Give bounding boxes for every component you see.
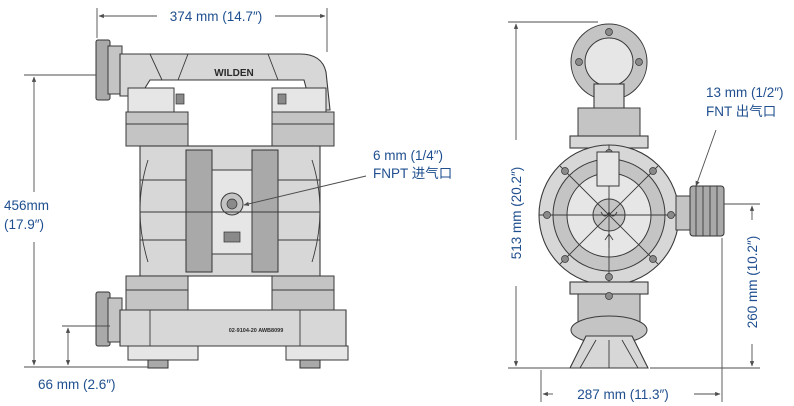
top-manifold: WILDEN	[95, 39, 331, 115]
lower-valve-housings	[125, 275, 335, 313]
side-height-label: 513 mm (20.2″)	[509, 167, 524, 260]
air-inlet-label-line1: 6 mm (1/4″)	[373, 148, 443, 163]
side-height-dimension: 513 mm (20.2″)	[508, 21, 598, 369]
side-upper-chamber	[569, 107, 649, 149]
outlet-height-dimension: 260 mm (10.2″)	[650, 203, 760, 369]
side-view: 513 mm (20.2″) 260 mm (10.2″) 287 mm (11…	[508, 21, 784, 402]
front-height-label-line2: (17.9″)	[4, 217, 44, 232]
base-width-dimension: 287 mm (11.3″)	[540, 238, 723, 402]
outlet-height-label: 260 mm (10.2″)	[745, 236, 760, 329]
top-flange	[570, 23, 648, 111]
air-exhaust-label-line1: 13 mm (1/2″)	[706, 85, 784, 100]
front-view: WILDEN	[4, 8, 452, 392]
front-width-label: 374 mm (14.7″)	[170, 9, 263, 24]
brand-label: WILDEN	[214, 68, 253, 79]
air-exhaust-callout: 13 mm (1/2″) FNT 出气口	[695, 85, 784, 187]
front-height-dimension: 456mm (17.9″)	[4, 74, 148, 368]
base-width-label: 287 mm (11.3″)	[577, 387, 669, 402]
muffler	[675, 185, 725, 237]
bottom-manifold: 02-9104-20 AWB8099	[95, 291, 349, 369]
air-chamber	[538, 144, 680, 286]
air-inlet-label-line2: FNPT 进气口	[373, 166, 452, 181]
center-section	[139, 145, 321, 277]
part-number-label: 02-9104-20 AWB8099	[229, 328, 284, 334]
air-exhaust-label-line2: FNT 出气口	[706, 104, 776, 119]
front-height-label-line1: 456mm	[4, 198, 49, 213]
front-width-dimension: 374 mm (14.7″)	[96, 8, 328, 52]
side-lower-section	[569, 281, 649, 369]
inlet-height-dimension: 66 mm (2.6″)	[38, 325, 116, 392]
air-inlet-callout: 6 mm (1/4″) FNPT 进气口	[243, 148, 452, 206]
inlet-height-label: 66 mm (2.6″)	[38, 377, 116, 392]
upper-valve-housings	[125, 111, 335, 147]
